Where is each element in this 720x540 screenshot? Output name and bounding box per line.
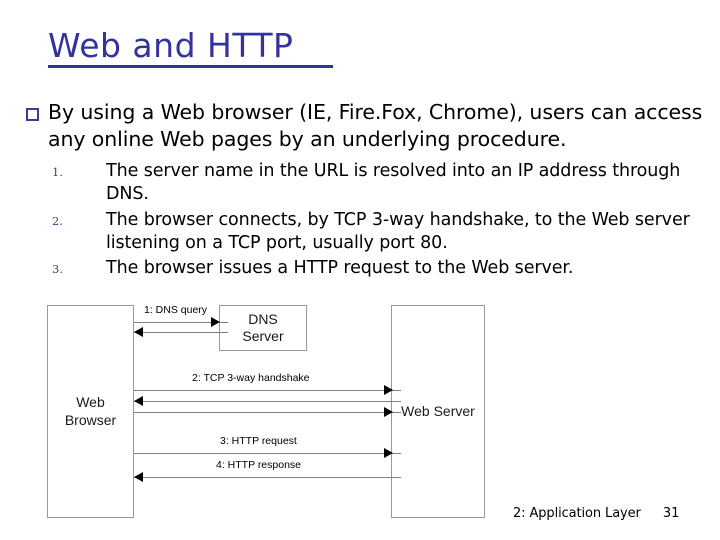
diagram-node-web-browser: Web Browser — [47, 305, 134, 518]
message-line-tcp-2 — [134, 401, 401, 402]
step-number: 1. — [52, 165, 63, 179]
page-title: Web and HTTP — [48, 26, 294, 65]
message-line-dns-query — [134, 322, 228, 323]
node-label-line1: Web — [76, 394, 105, 410]
bullet-text: By using a Web browser (IE, Fire.Fox, Ch… — [48, 100, 703, 152]
node-label-line1: Web Server — [401, 402, 475, 419]
arrow-head-right-icon — [384, 448, 393, 458]
numbered-step-list: 1. The server name in the URL is resolve… — [52, 160, 712, 282]
message-label-http-request: 3: HTTP request — [220, 435, 297, 447]
node-label-line2: Server — [242, 328, 284, 344]
message-line-tcp-1 — [134, 390, 401, 391]
list-item: 1. The server name in the URL is resolve… — [52, 160, 712, 207]
step-number: 2. — [52, 213, 63, 228]
node-label: Web Browser — [65, 394, 116, 429]
list-item: 2. The browser connects, by TCP 3-way ha… — [52, 209, 712, 256]
diagram-node-dns-server: DNS Server — [219, 305, 307, 351]
message-label-tcp-handshake: 2: TCP 3-way handshake — [192, 372, 310, 384]
step-text: The server name in the URL is resolved i… — [106, 161, 681, 205]
message-label-dns-query: 1: DNS query — [144, 304, 208, 316]
message-line-tcp-3 — [134, 412, 401, 413]
slide-footer: 2: Application Layer 31 — [513, 506, 679, 521]
message-line-dns-reply — [134, 332, 228, 333]
node-label: DNS Server — [242, 311, 283, 346]
arrow-head-left-icon — [134, 327, 143, 337]
arrow-head-right-icon — [384, 385, 393, 395]
step-text: The browser connects, by TCP 3-way hands… — [106, 209, 690, 253]
bullet-item: By using a Web browser (IE, Fire.Fox, Ch… — [26, 99, 706, 153]
node-label-line1: DNS — [248, 310, 278, 327]
message-label-http-response: 4: HTTP response — [216, 459, 302, 471]
arrow-head-left-icon — [134, 396, 143, 406]
message-line-http-request — [134, 453, 401, 454]
title-underline — [48, 65, 333, 69]
diagram-node-web-server: Web Server — [391, 305, 485, 518]
sequence-diagram: Web Browser DNS Server Web Server 1: DNS… — [40, 296, 500, 524]
arrow-head-left-icon — [134, 472, 143, 482]
square-bullet-icon — [26, 108, 39, 121]
slide-number: 31 — [662, 506, 680, 521]
footer-section-label: 2: Application Layer — [513, 506, 641, 521]
arrow-head-right-icon — [384, 407, 393, 417]
arrow-head-right-icon — [211, 317, 220, 327]
step-number: 3. — [52, 262, 63, 277]
message-line-http-response — [134, 477, 401, 478]
node-label-line2: Browser — [64, 411, 117, 428]
node-label: Web Server — [401, 403, 475, 421]
step-text: The browser issues a HTTP request to the… — [106, 258, 574, 279]
title-block: Web and HTTP — [48, 26, 333, 69]
list-item: 3. The browser issues a HTTP request to … — [52, 257, 712, 280]
